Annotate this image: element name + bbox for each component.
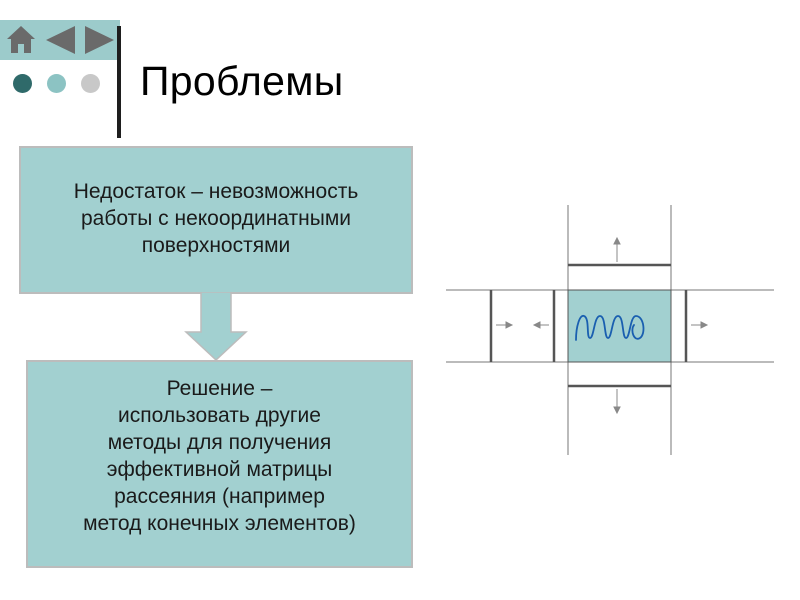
solution-text-line: Решение – [166, 377, 273, 400]
title-divider [117, 26, 121, 138]
scribble-icon [575, 314, 645, 341]
progress-dot [47, 74, 66, 93]
solution-text-line: использовать другие [118, 404, 321, 427]
center-region [567, 289, 672, 363]
solution-text-line: рассеяния (например [114, 485, 325, 508]
home-icon [7, 26, 35, 53]
problem-text-line: поверхностями [141, 234, 291, 257]
slide-title: Проблемы [140, 58, 344, 104]
progress-dot-current [13, 74, 32, 93]
scattering-diagram [446, 205, 776, 460]
arrow-left-icon [46, 26, 75, 54]
problem-text-line: работы с некоординатными [80, 207, 352, 230]
problem-text-line: Недостаток – невозможность [73, 180, 359, 203]
down-arrow-icon [184, 291, 248, 367]
next-slide-button[interactable] [82, 20, 118, 60]
arrow-right-icon [85, 26, 114, 54]
solution-text-line: метод конечных элементов) [83, 512, 356, 535]
solution-text-line: эффективной матрицы [106, 458, 333, 481]
progress-dot [81, 74, 100, 93]
home-button[interactable] [4, 20, 38, 60]
solution-box: Решение – использовать другие методы для… [26, 360, 413, 568]
navigation-bar [0, 20, 120, 60]
solution-text-line: методы для получения [107, 431, 332, 454]
previous-slide-button[interactable] [42, 20, 78, 60]
problem-box: Недостаток – невозможность работы с неко… [19, 146, 413, 294]
